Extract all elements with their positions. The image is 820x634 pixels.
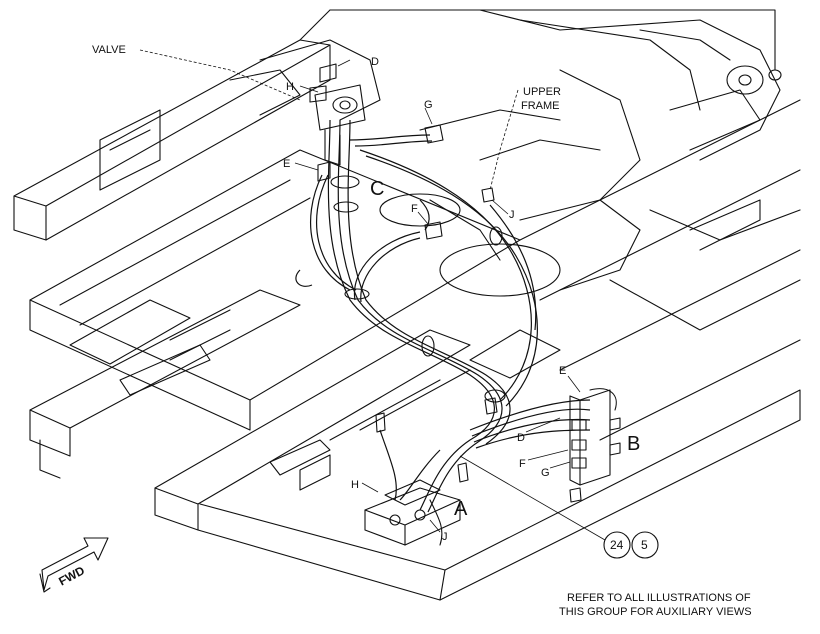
- label-c: C: [370, 178, 384, 200]
- valve-assembly: [309, 63, 444, 182]
- lower-frame: [13, 9, 801, 601]
- label-d-top: D: [371, 56, 379, 68]
- callout-number-second: 5: [641, 538, 648, 552]
- callout-number-first: 24: [610, 538, 624, 552]
- label-e-top: E: [283, 158, 290, 170]
- upper-frame-structure: [229, 9, 782, 297]
- label-upper-frame-1: UPPER: [523, 86, 561, 98]
- label-a: A: [454, 498, 468, 520]
- label-valve: VALVE: [92, 44, 126, 56]
- callout-circle-second: [631, 531, 659, 559]
- manifold-a: [364, 479, 461, 546]
- fwd-arrow: FWD: [39, 537, 109, 593]
- label-upper-frame-2: FRAME: [521, 100, 560, 112]
- label-f-mid: F: [411, 203, 418, 215]
- label-d-right: D: [517, 432, 525, 444]
- label-j-mid: J: [509, 209, 515, 221]
- hose-clamps: [330, 175, 506, 403]
- label-g-right: G: [541, 467, 550, 479]
- label-f-right: F: [519, 458, 526, 470]
- label-h-top: H: [286, 81, 294, 93]
- fwd-label: FWD: [56, 563, 87, 588]
- label-j-bottom: J: [442, 531, 448, 543]
- reference-note-line2: THIS GROUP FOR AUXILIARY VIEWS: [559, 606, 752, 618]
- label-h-bottom: H: [351, 479, 359, 491]
- callout-circle-first: [603, 531, 631, 559]
- part-callouts: 24 5: [603, 531, 659, 559]
- label-g-top: G: [424, 99, 433, 111]
- fittings: [375, 187, 582, 503]
- manifold-b: [569, 388, 621, 486]
- label-b: B: [627, 433, 640, 455]
- label-e-right: E: [559, 365, 566, 377]
- reference-note-line1: REFER TO ALL ILLUSTRATIONS OF: [567, 592, 751, 604]
- hydraulic-hoses: [295, 119, 591, 513]
- leader-lines: [139, 49, 606, 541]
